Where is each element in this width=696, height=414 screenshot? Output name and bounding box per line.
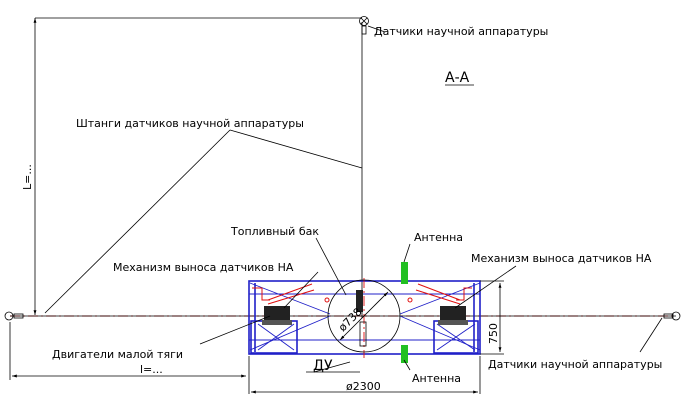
sensor-top-icon — [359, 16, 369, 35]
label-dim-height: 750 — [487, 323, 500, 344]
diameter-dim — [248, 356, 481, 394]
label-antenna-top: Антенна — [414, 231, 463, 244]
len-horizontal-dim — [9, 322, 246, 380]
sensor-left-icon — [4, 311, 24, 321]
rod-dimension-frame — [33, 17, 363, 318]
deployment-mechanism-red — [252, 278, 472, 358]
antenna-top-icon — [401, 262, 408, 284]
mechanism-block-left — [262, 306, 292, 325]
antenna-bottom-icon — [401, 345, 408, 363]
label-len-vertical: L=... — [21, 164, 34, 190]
label-sensors-bottom: Датчики научной аппаратуры — [488, 358, 662, 371]
sensor-right-icon — [663, 311, 681, 321]
label-fuel-tank: Топливный бак — [230, 225, 319, 238]
label-mech-left: Механизм выноса датчиков НА — [113, 261, 294, 274]
label-mech-right: Механизм выноса датчиков НА — [471, 252, 652, 265]
mechanism-block-right — [438, 306, 468, 325]
label-len-horizontal: l=... — [140, 363, 163, 376]
label-sensors-top: Датчики научной аппаратуры — [374, 25, 548, 38]
label-du: ДУ — [313, 358, 333, 374]
label-dim-diameter: ø2300 — [346, 380, 381, 393]
label-rods: Штанги датчиков научной аппаратуры — [76, 117, 304, 130]
label-antenna-bottom: Антенна — [412, 372, 461, 385]
leader-lines — [199, 237, 517, 373]
label-section: А-А — [445, 70, 470, 86]
rod-leaders — [44, 129, 363, 314]
height-dim — [480, 280, 504, 355]
fuel-tank — [327, 279, 401, 353]
label-engines: Двигатели малой тяги — [52, 348, 183, 361]
